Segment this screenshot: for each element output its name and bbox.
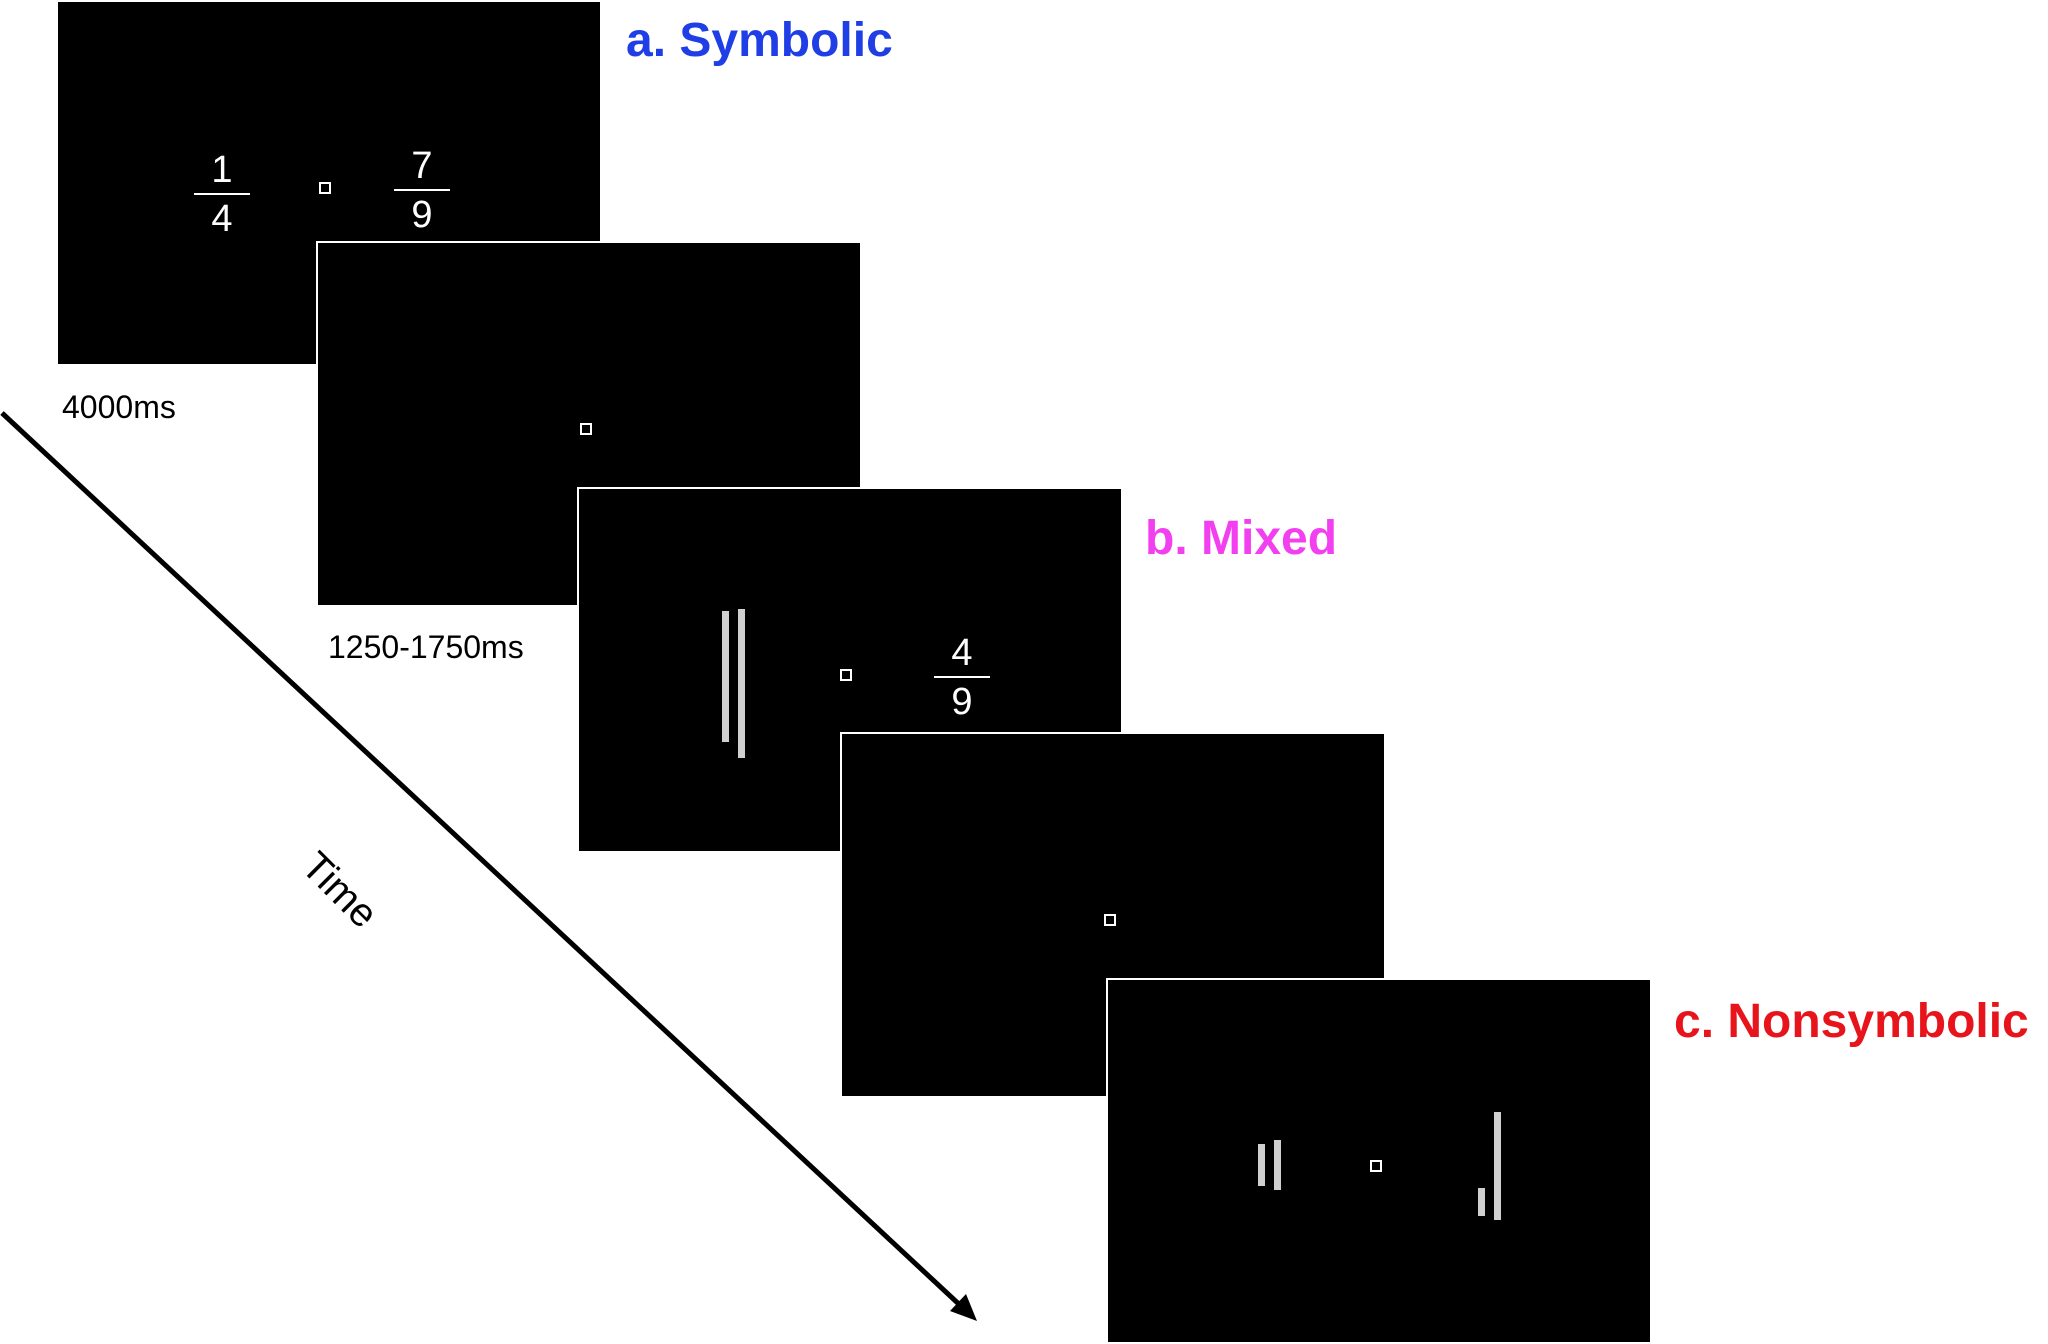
- fixation-square: [1370, 1160, 1382, 1172]
- bar-long: [738, 609, 745, 758]
- fixation-square: [1104, 914, 1116, 926]
- fraction-numerator: 1: [211, 149, 233, 191]
- fraction-numerator: 7: [411, 145, 433, 187]
- condition-label-symbolic: a. Symbolic: [626, 14, 893, 67]
- duration-stimulus: 4000ms: [62, 389, 176, 425]
- fraction-line: [934, 676, 990, 678]
- fraction-line: [194, 193, 250, 195]
- fraction-numerator: 4: [951, 632, 973, 674]
- fixation-square: [580, 423, 592, 435]
- fixation-square: [840, 669, 852, 681]
- bar-short-left: [1258, 1144, 1265, 1186]
- fraction-right: 7 9: [394, 146, 450, 235]
- fraction-line: [394, 189, 450, 191]
- bar-long-right: [1494, 1112, 1501, 1220]
- condition-label-mixed: b. Mixed: [1145, 512, 1338, 565]
- fraction-left: 1 4: [194, 150, 250, 239]
- bar-long-left: [1274, 1140, 1281, 1190]
- bar-short-right: [1478, 1188, 1485, 1216]
- fixation-square: [319, 182, 331, 194]
- stimulus-screen-nonsymbolic: [1106, 978, 1652, 1344]
- fraction-denominator: 9: [411, 194, 433, 236]
- fraction-right: 4 9: [934, 633, 990, 722]
- bar-short: [722, 611, 729, 742]
- fraction-denominator: 9: [951, 681, 973, 723]
- condition-label-nonsymbolic: c. Nonsymbolic: [1674, 995, 2029, 1048]
- duration-fixation: 1250-1750ms: [328, 629, 524, 665]
- fraction-denominator: 4: [211, 198, 233, 240]
